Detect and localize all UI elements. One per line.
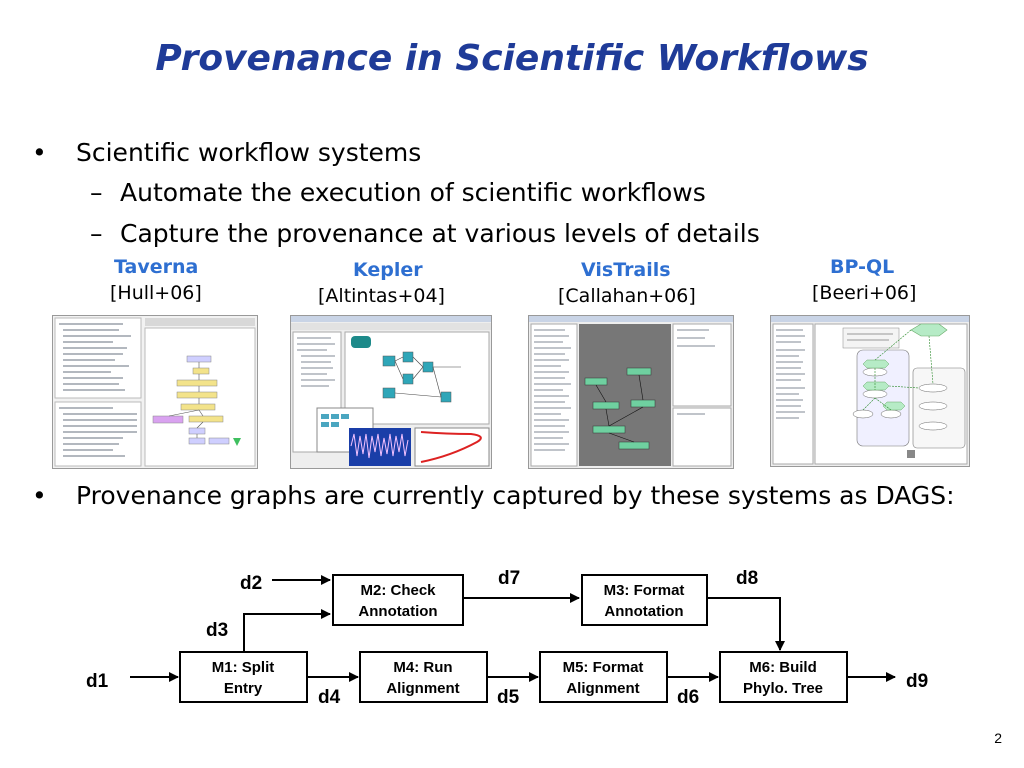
data-label-d2: d2: [240, 573, 262, 594]
sub-bullet-capture: – Capture the provenance at various leve…: [90, 219, 760, 248]
module-m2-line2: Annotation: [358, 603, 437, 620]
module-m5-line2: Alignment: [566, 680, 639, 697]
edge-d8: [707, 597, 785, 651]
dash-mark: –: [90, 219, 103, 248]
edge-d3: [243, 609, 331, 652]
data-label-d9: d9: [906, 671, 928, 692]
module-m6-box: [719, 651, 848, 703]
module-m1-line2: Entry: [224, 680, 263, 697]
module-m2-line1: M2: Check: [360, 582, 436, 599]
module-m6-line1: M6: Build: [749, 659, 817, 676]
bullet-text: Capture the provenance at various levels…: [120, 219, 760, 248]
data-label-d5: d5: [497, 687, 520, 708]
module-m1-line1: M1: Split: [212, 659, 275, 676]
dash-mark: –: [90, 178, 103, 207]
system-name-bpql: BP-QL: [830, 256, 895, 278]
system-name-taverna: Taverna: [114, 256, 199, 278]
bullet-text: Provenance graphs are currently captured…: [76, 481, 955, 510]
data-label-d4: d4: [318, 687, 341, 708]
sub-bullet-automate: – Automate the execution of scientific w…: [90, 178, 706, 207]
module-m1-box: [179, 651, 308, 703]
module-m4-line1: M4: Run: [393, 659, 452, 676]
bpql-screenshot: [770, 315, 970, 467]
system-citation-kepler: [Altintas+04]: [318, 285, 445, 307]
slide-title: Provenance in Scientific Workflows: [155, 38, 869, 79]
taverna-screenshot: [52, 315, 258, 469]
data-label-d6: d6: [677, 687, 699, 708]
module-m5-line1: M5: Format: [563, 659, 644, 676]
module-m3-line2: Annotation: [604, 603, 683, 620]
data-label-d8: d8: [736, 568, 758, 589]
bullet-mark: •: [32, 481, 47, 510]
module-m2-box: [332, 574, 464, 626]
system-citation-bpql: [Beeri+06]: [812, 282, 917, 304]
module-m3-box: [581, 574, 708, 626]
bullet-provenance-graphs: • Provenance graphs are currently captur…: [32, 481, 955, 510]
module-m4-line2: Alignment: [386, 680, 459, 697]
data-label-d7: d7: [498, 568, 520, 589]
bullet-text: Scientific workflow systems: [76, 138, 422, 167]
system-name-vistrails: VisTrails: [581, 259, 671, 281]
module-m6-line2: Phylo. Tree: [743, 680, 823, 697]
system-citation-taverna: [Hull+06]: [110, 282, 202, 304]
page-number: 2: [994, 730, 1002, 746]
data-label-d1: d1: [86, 671, 109, 692]
bullet-workflow-systems: • Scientific workflow systems: [32, 138, 422, 167]
data-label-d3: d3: [206, 620, 228, 641]
module-m4-box: [359, 651, 488, 703]
system-citation-vistrails: [Callahan+06]: [558, 285, 696, 307]
vistrails-screenshot: [528, 315, 734, 469]
bullet-mark: •: [32, 138, 47, 167]
bullet-text: Automate the execution of scientific wor…: [120, 178, 706, 207]
system-name-kepler: Kepler: [353, 259, 423, 281]
kepler-screenshot: [290, 315, 492, 469]
module-m5-box: [539, 651, 668, 703]
module-m3-line1: M3: Format: [604, 582, 685, 599]
